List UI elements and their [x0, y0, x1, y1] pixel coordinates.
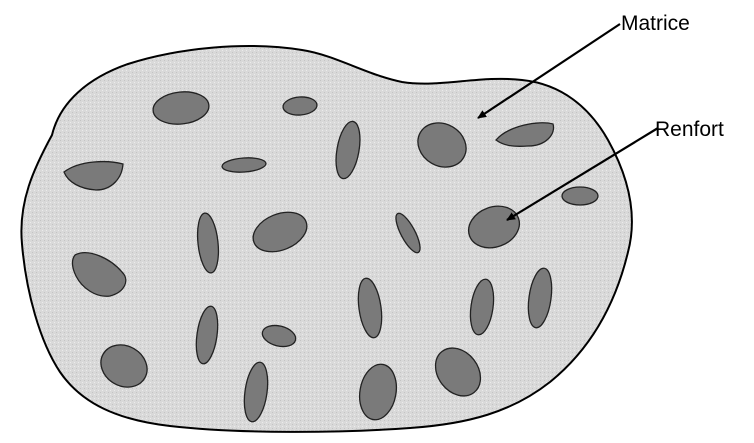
reinforcement-particle: [562, 187, 598, 205]
reinforcement-label: Renfort: [655, 118, 724, 141]
matrix-label: Matrice: [621, 12, 690, 35]
